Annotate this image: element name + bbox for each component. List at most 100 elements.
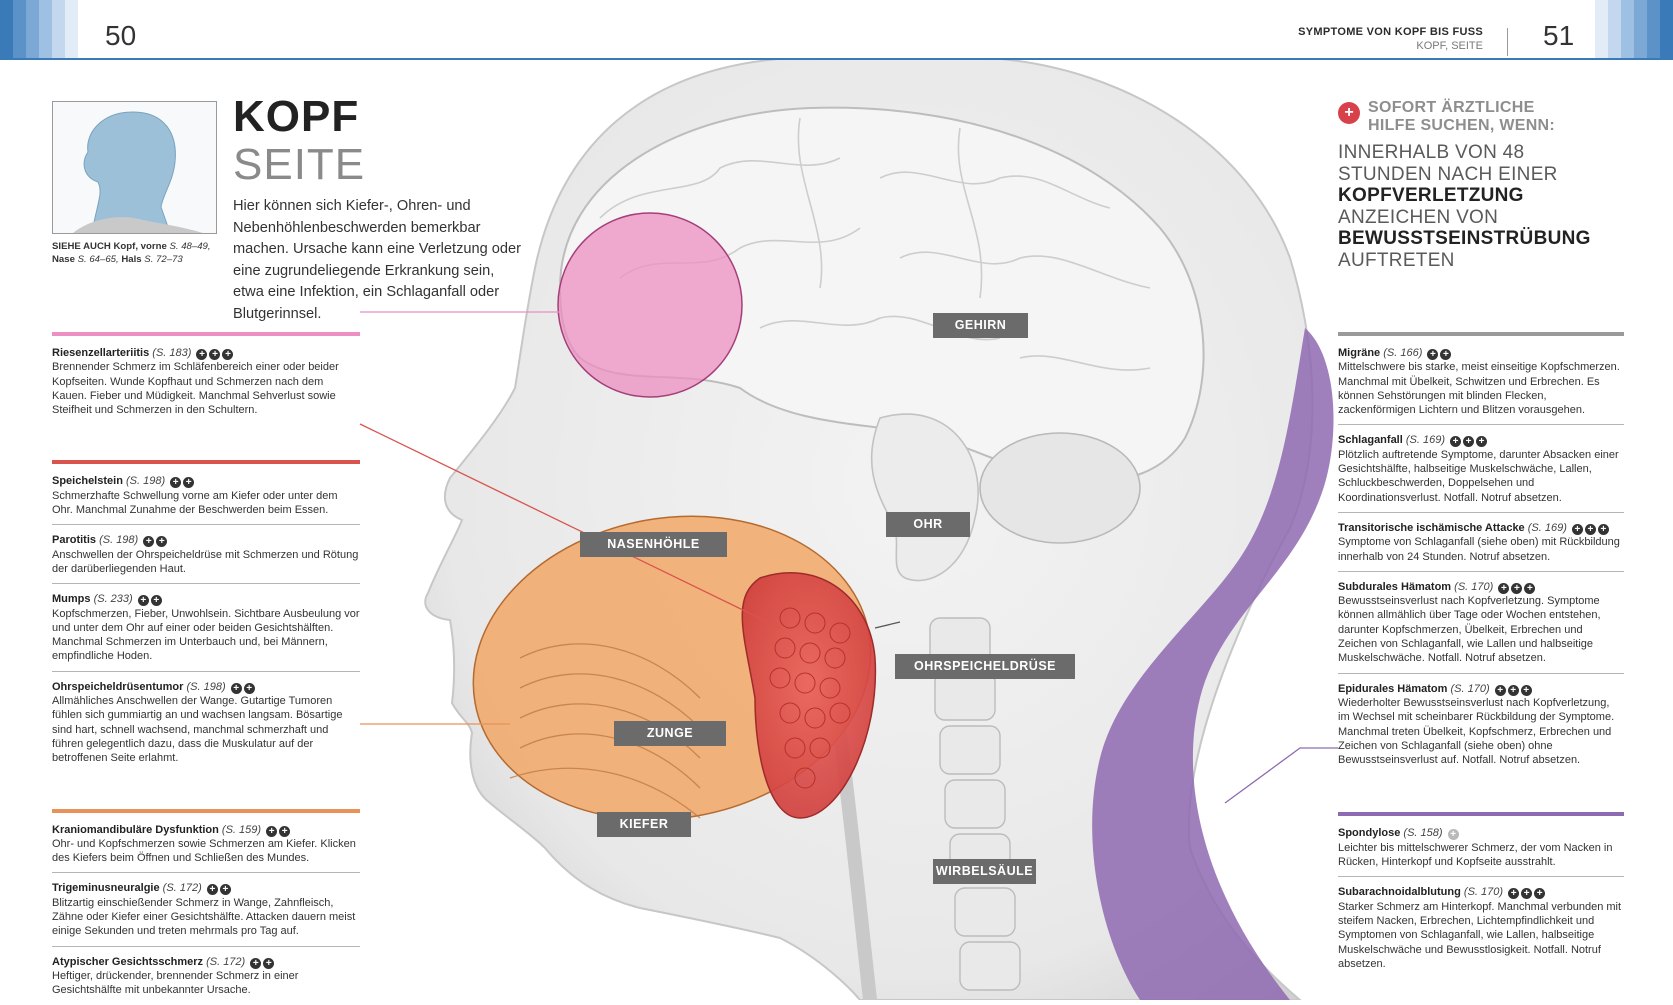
head-profile-icon bbox=[73, 111, 203, 233]
section-title: SYMPTOME VON KOPF BIS FUSS bbox=[1298, 26, 1483, 38]
symptom-description: Starker Schmerz am Hinterkopf. Manchmal … bbox=[1338, 900, 1622, 970]
symptom-entry: Migräne (S. 166) ++Mittelschwere bis sta… bbox=[1338, 338, 1624, 426]
header-divider bbox=[1507, 28, 1508, 56]
group-separator bbox=[52, 332, 360, 336]
see-also-list: SIEHE AUCH Kopf, vorne S. 48–49, Nase S.… bbox=[52, 240, 222, 266]
label-ohr: OHR bbox=[886, 512, 970, 537]
group-separator bbox=[1338, 812, 1624, 817]
symptom-entry: Mumps (S. 233) ++Kopfschmerzen, Fieber, … bbox=[52, 584, 360, 672]
symptom-page-ref: (S. 172) bbox=[206, 955, 246, 968]
symptom-page-ref: (S. 170) bbox=[1454, 580, 1494, 593]
severity-cross-icon: + bbox=[243, 682, 255, 694]
page-title: KOPF bbox=[233, 92, 360, 141]
symptom-page-ref: (S. 198) bbox=[99, 534, 139, 547]
symptom-page-ref: (S. 198) bbox=[125, 475, 166, 488]
symptom-page-ref: (S. 158) bbox=[1403, 827, 1443, 840]
symptom-name: Parotitis bbox=[52, 534, 97, 547]
symptom-name: Ohrspeicheldrüsentumor bbox=[52, 680, 184, 693]
group-separator bbox=[52, 460, 360, 465]
severity-cross-icon: + bbox=[266, 825, 278, 837]
symptom-page-ref: (S. 170) bbox=[1450, 682, 1490, 695]
severity-cross-icon: + bbox=[230, 682, 242, 694]
alert-body: INNERHALB VON 48 STUNDEN NACH EINER KOPF… bbox=[1338, 142, 1613, 271]
group-separator bbox=[52, 808, 360, 813]
symptom-description: Leichter bis mittelschwerer Schmerz, der… bbox=[1338, 841, 1613, 869]
severity-cross-icon: + bbox=[183, 477, 195, 489]
severity-cross-icon: + bbox=[196, 349, 208, 360]
severity-cross-icon: + bbox=[1447, 829, 1459, 841]
alert-text: AUFTRETEN bbox=[1338, 249, 1455, 271]
group-gap bbox=[52, 773, 360, 809]
symptom-name: Epidurales Hämatom bbox=[1338, 682, 1448, 695]
severity-cross-icon: + bbox=[1498, 582, 1510, 594]
symptom-page-ref: (S. 183) bbox=[152, 347, 192, 359]
severity-cross-icon: + bbox=[1524, 582, 1536, 594]
severity-cross-icon: + bbox=[1427, 349, 1439, 360]
severity-cross-icon: + bbox=[1440, 349, 1452, 360]
alert-emphasis: BEWUSSTSEINSTRÜBUNG bbox=[1338, 228, 1591, 249]
severity-cross-icon: + bbox=[1508, 888, 1520, 900]
head-thumbnail bbox=[52, 101, 217, 234]
medical-cross-icon: + bbox=[1338, 102, 1360, 124]
severity-cross-icon: + bbox=[143, 536, 155, 548]
header-stripes-left bbox=[0, 0, 78, 58]
severity-cross-icon: + bbox=[170, 477, 182, 489]
page-subtitle: SEITE bbox=[233, 140, 366, 189]
symptom-description: Allmähliches Anschwellen der Wange. Guta… bbox=[52, 695, 343, 765]
neck-pain-band bbox=[1092, 328, 1334, 1000]
severity-cross-icon: + bbox=[1520, 684, 1532, 696]
symptom-entry: Subdurales Hämatom (S. 170) +++Bewusstse… bbox=[1338, 572, 1624, 674]
label-wirbelsaeule: WIRBELSÄULE bbox=[933, 859, 1036, 884]
symptom-name: Transitorische ischämische Attacke bbox=[1338, 521, 1525, 534]
symptom-description: Blitzartig einschießender Schmerz in Wan… bbox=[52, 896, 356, 938]
group-gap bbox=[52, 424, 360, 460]
see-also-item-page: S. 64–65, bbox=[77, 254, 119, 265]
label-zunge: ZUNGE bbox=[614, 721, 726, 746]
symptom-entry: Spondylose (S. 158) +Leichter bis mittel… bbox=[1338, 818, 1624, 878]
severity-cross-icon: + bbox=[1511, 582, 1523, 594]
intro-text: Hier können sich Kiefer-, Ohren- und Neb… bbox=[233, 198, 521, 322]
symptom-description: Plötzlich auftretende Symptome, darunter… bbox=[1338, 448, 1619, 504]
page-number-right: 51 bbox=[1543, 20, 1575, 51]
symptom-entry: Epidurales Hämatom (S. 170) +++Wiederhol… bbox=[1338, 674, 1624, 775]
symptom-description: Brennender Schmerz im Schläfenbereich ei… bbox=[52, 361, 339, 417]
symptom-name: Trigeminusneuralgie bbox=[52, 882, 160, 895]
symptom-description: Anschwellen der Ohrspeicheldrüse mit Sch… bbox=[52, 548, 359, 575]
symptom-entry: Speichelstein (S. 198) ++Schmerzhafte Sc… bbox=[52, 466, 360, 526]
section-heading: SYMPTOME VON KOPF BIS FUSS KOPF, SEITE bbox=[1298, 26, 1483, 52]
symptom-description: Wiederholter Bewusstseinsverlust nach Ko… bbox=[1338, 696, 1615, 767]
severity-cross-icon: + bbox=[1597, 523, 1609, 535]
severity-cross-icon: + bbox=[1450, 436, 1462, 448]
severity-cross-icon: + bbox=[1463, 436, 1475, 448]
group-separator bbox=[1338, 332, 1624, 336]
label-ohrspeicheldruese: OHRSPEICHELDRÜSE bbox=[895, 654, 1075, 679]
symptom-description: Heftiger, drückender, brennender Schmerz… bbox=[52, 969, 299, 997]
symptom-description: Mittelschwere bis starke, meist einseiti… bbox=[1338, 361, 1620, 417]
severity-cross-icon: + bbox=[206, 884, 218, 896]
symptom-page-ref: (S. 166) bbox=[1383, 347, 1423, 359]
symptom-page-ref: (S. 198) bbox=[186, 680, 226, 693]
symptom-name: Mumps bbox=[52, 593, 91, 606]
section-subtitle: KOPF, SEITE bbox=[1416, 40, 1483, 52]
page-number-left: 50 bbox=[105, 20, 137, 51]
see-also-item-page: S. 72–73 bbox=[144, 254, 183, 265]
label-nasenhoehle: NASENHÖHLE bbox=[580, 532, 727, 557]
alert-heading: SOFORT ÄRZTLICHE HILFE SUCHEN, WENN: bbox=[1368, 99, 1556, 134]
right-symptom-column: Migräne (S. 166) ++Mittelschwere bis sta… bbox=[1338, 332, 1624, 978]
severity-cross-icon: + bbox=[222, 349, 234, 360]
see-also-item-name: Kopf, vorne bbox=[113, 241, 167, 252]
severity-cross-icon: + bbox=[1571, 523, 1583, 535]
symptom-description: Kopfschmerzen, Fieber, Unwohlsein. Sicht… bbox=[52, 607, 360, 663]
symptom-name: Subdurales Hämatom bbox=[1338, 580, 1452, 593]
label-kiefer: KIEFER bbox=[597, 812, 691, 837]
severity-cross-icon: + bbox=[137, 595, 149, 607]
symptom-name: Speichelstein bbox=[52, 475, 123, 488]
severity-cross-icon: + bbox=[1494, 684, 1506, 696]
page-header: 50 SYMPTOME VON KOPF BIS FUSS KOPF, SEIT… bbox=[0, 0, 1673, 60]
severity-cross-icon: + bbox=[156, 536, 168, 548]
symptom-name: Spondylose bbox=[1338, 827, 1401, 840]
see-also-label: SIEHE AUCH bbox=[52, 241, 111, 252]
symptom-name: Kraniomandibuläre Dysfunktion bbox=[52, 823, 219, 836]
severity-cross-icon: + bbox=[263, 957, 275, 969]
see-also-item-name: Nase bbox=[52, 254, 75, 265]
